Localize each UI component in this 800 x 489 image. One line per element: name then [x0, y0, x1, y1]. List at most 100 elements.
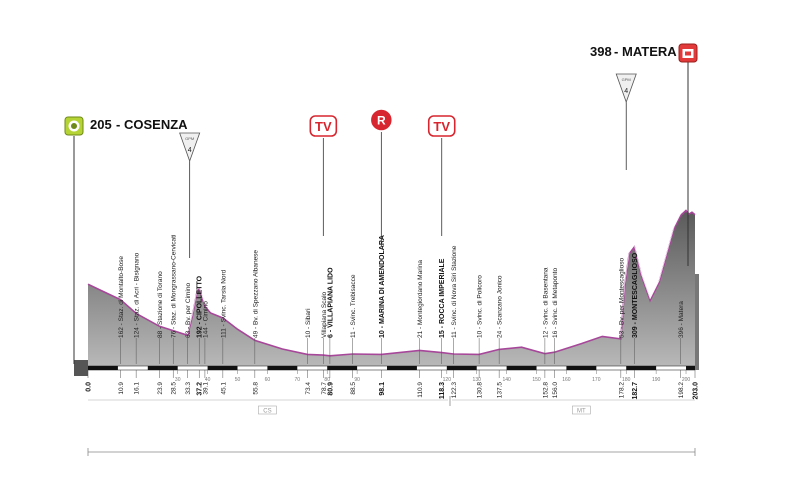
scale-tick-label: 190 — [652, 377, 661, 383]
km-band-segment — [626, 366, 657, 370]
bottom-scale: CS MT — [87, 396, 696, 456]
start-altitude: 205 — [90, 117, 112, 132]
place-label: 11 - Svinc. di Nova Siri Stazione — [451, 245, 458, 338]
km-band-segment — [387, 366, 417, 370]
km-label: 118.3 — [439, 382, 446, 399]
km-band-segment — [327, 366, 358, 370]
place-label: 396 - Matera — [678, 301, 685, 338]
finish-city: MATERA — [622, 44, 677, 59]
place-label: 111 - Svinc. Tarsia Nord — [220, 269, 227, 338]
place-label: 162 - Staz. di Montalto-Bose — [118, 256, 125, 338]
km-label: 55.8 — [252, 382, 259, 395]
scale-tick-label: 170 — [592, 377, 601, 383]
scale-tick-label: 120 — [443, 377, 452, 383]
tv-label: TV — [315, 119, 332, 134]
place-label: 16 - Svinc. di Metaponto — [552, 268, 559, 338]
climb-sub-label: GPM — [622, 77, 631, 82]
place-label: 15 - ROCCA IMPERIALE — [439, 258, 446, 338]
scale-tick-label: 30 — [175, 377, 181, 383]
climb-triangle-icon — [179, 132, 201, 163]
place-label: Villapiana Scalo — [321, 291, 328, 338]
place-label: 124 - Staz. di Acri - Bisignano — [134, 252, 141, 338]
km-label: 122.3 — [451, 382, 458, 399]
km-label: 137.5 — [497, 382, 504, 399]
km-label: 73.4 — [305, 382, 312, 395]
place-label: 144 - Cimino — [202, 301, 209, 338]
climb-category: 4 — [624, 88, 628, 95]
km-band-segment — [506, 366, 537, 370]
climb-sub-label: GPM — [185, 136, 194, 141]
scale-tick-label: 60 — [265, 377, 271, 383]
region-box — [258, 405, 277, 415]
place-label: 63 - Bv. per Cimino — [185, 282, 192, 338]
region-box — [572, 405, 591, 415]
km-label: 28.5 — [171, 382, 178, 395]
km-label: 0.0 — [86, 382, 93, 392]
km-band-segment — [88, 366, 118, 370]
finish-altitude: 398 — [590, 44, 612, 59]
finish-marker: 398 - MATERA — [590, 43, 698, 266]
km-label: 16.1 — [134, 382, 141, 395]
km-label: 178.2 — [618, 382, 625, 399]
km-label: 45.1 — [220, 382, 227, 395]
km-label: 198.2 — [678, 382, 685, 399]
km-band-segment — [686, 366, 695, 370]
places-layer: 162 - Staz. di Montalto-Bose 124 - Staz. … — [118, 235, 685, 364]
place-label: 76 - Staz. di Mongrassano-Cervicati — [171, 235, 178, 338]
place-label: 10 - Svinc. di Policoro — [477, 275, 484, 338]
svg-text:-: - — [116, 117, 120, 132]
svg-text:-: - — [614, 44, 618, 59]
km-label: 10.9 — [118, 382, 125, 395]
place-label: 11 - Svinc. Trebisacce — [350, 274, 357, 338]
scale-tick-label: 150 — [532, 377, 541, 383]
finish-block — [695, 274, 699, 370]
place-label: 88 - Stazione di Torano — [157, 271, 164, 338]
tv-label: TV — [433, 119, 450, 134]
km-band-segment — [207, 366, 238, 370]
region-labels: CS MT — [258, 405, 591, 415]
km-label: 130.8 — [477, 382, 484, 399]
start-marker: 205 - COSENZA — [64, 116, 188, 364]
scale-tick-label: 180 — [622, 377, 631, 383]
scale-tick-label: 50 — [235, 377, 241, 383]
km-label: 39.1 — [202, 382, 209, 395]
place-label: 21 - Montegiordano Marina — [417, 260, 424, 338]
region-label: MT — [577, 409, 586, 415]
scale-tick-label: 90 — [354, 377, 360, 383]
place-label: 10 - Sibari — [305, 308, 312, 338]
km-band-segment — [566, 366, 597, 370]
place-label: 24 - Scanzano Jonico — [497, 275, 504, 338]
place-label: 12 - Svinc. di Basentana — [542, 267, 549, 338]
place-label: 6 - VILLAPIANA LIDO — [327, 267, 334, 338]
km-label: 88.5 — [350, 382, 357, 395]
km-label: 152.8 — [542, 382, 549, 399]
km-label: 33.3 — [185, 382, 192, 395]
profile-fill-layer — [87, 208, 696, 366]
region-label: CS — [263, 409, 271, 415]
km-label: 80.9 — [327, 382, 334, 396]
scale-tick-label: 200 — [682, 377, 691, 383]
climb-category: 4 — [188, 147, 192, 154]
km-label: 78.7 — [321, 382, 328, 395]
tv-icon — [309, 115, 338, 137]
profile-fill — [88, 210, 695, 366]
scale-tick-label: 40 — [205, 377, 211, 383]
climb-triangle-icon — [615, 73, 637, 104]
place-label: 192 - CIPOLLETTO — [197, 275, 204, 338]
scale-tick-label: 130 — [473, 377, 482, 383]
km-label: 37.2 — [197, 382, 204, 396]
scale-tick-label: 80 — [324, 377, 330, 383]
feed-zone-label: R — [377, 114, 386, 128]
tv-icon — [427, 115, 456, 137]
scale-tick-label: 140 — [502, 377, 511, 383]
km-band-segment — [446, 366, 477, 370]
start-block — [74, 360, 88, 376]
km-band-segment — [267, 366, 298, 370]
km-label: 203.0 — [693, 382, 700, 400]
feed-zone-icon — [369, 108, 394, 132]
place-label: 10 - MARINA DI AMENDOLARA — [379, 235, 386, 338]
